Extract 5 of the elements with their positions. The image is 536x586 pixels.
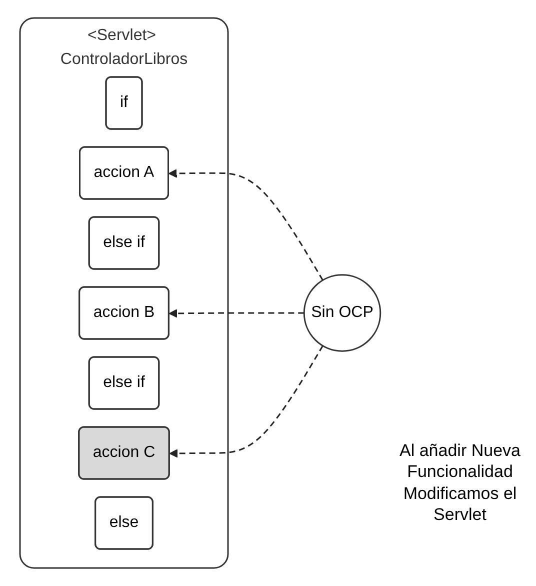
arrow — [169, 345, 324, 458]
node-circle: Sin OCP — [303, 274, 381, 352]
note-text: Al añadir Nueva Funcionalidad Modificamos el Servlet — [398, 440, 522, 525]
arrow — [168, 309, 304, 318]
arrow — [168, 169, 324, 281]
